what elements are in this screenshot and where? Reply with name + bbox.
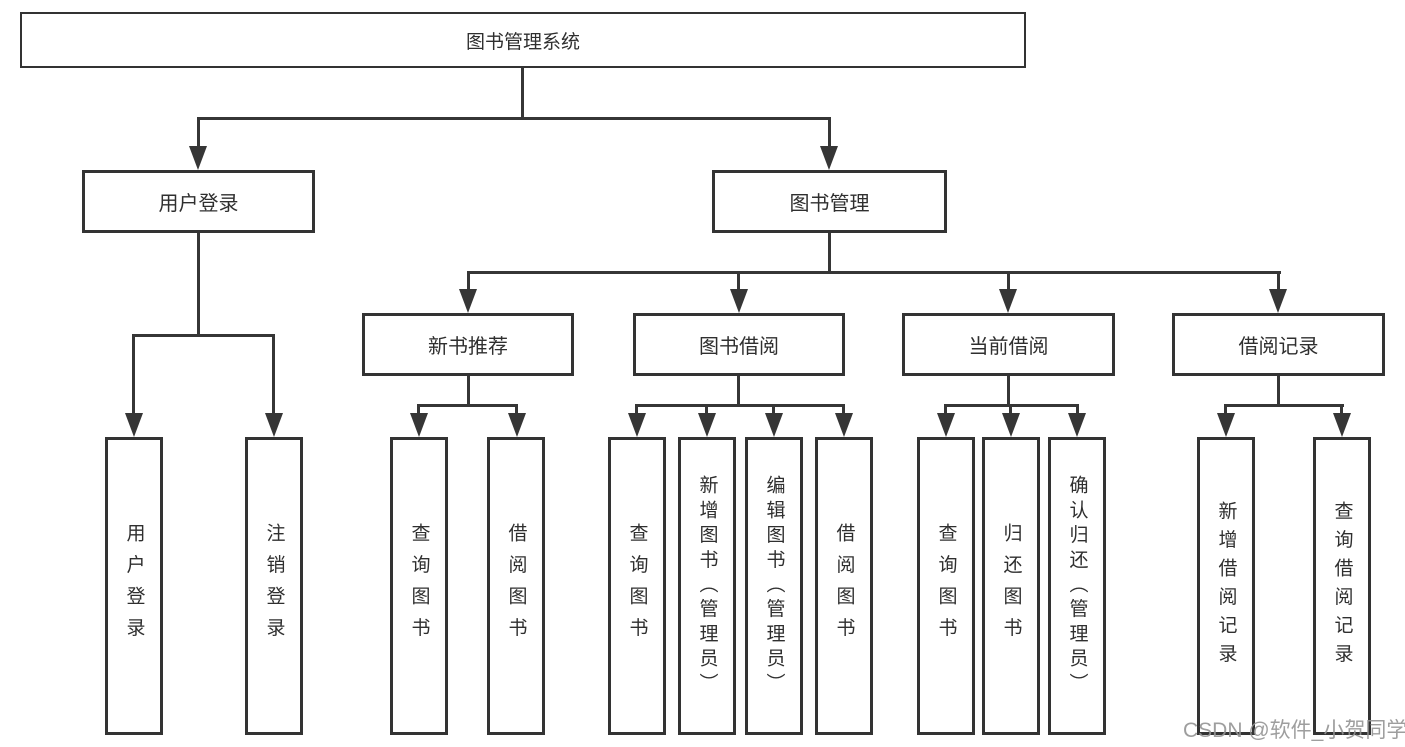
leaf-return-books: 归还图书	[982, 437, 1040, 735]
leaf-borrow-books-borrowing-label: 借阅图书	[833, 523, 855, 649]
arrow-down-icon	[628, 413, 646, 437]
node-new-book-recommend-label: 新书推荐	[428, 336, 508, 358]
node-book-borrowing-label: 图书借阅	[699, 336, 779, 358]
connector-line	[828, 117, 831, 151]
arrow-down-icon	[459, 289, 477, 313]
node-current-borrowing: 当前借阅	[902, 313, 1115, 376]
arrow-down-icon	[835, 413, 853, 437]
leaf-borrow-books-recommend: 借阅图书	[487, 437, 545, 735]
connector-line	[1277, 271, 1280, 291]
leaf-borrow-books-borrowing: 借阅图书	[815, 437, 873, 735]
node-root-label: 图书管理系统	[465, 31, 580, 53]
leaf-query-borrow-record-label: 查询借阅记录	[1331, 500, 1353, 672]
leaf-logout-login-label: 注销登录	[263, 523, 285, 649]
leaf-query-books-recommend-label: 查询图书	[408, 523, 430, 649]
node-book-borrowing: 图书借阅	[633, 313, 845, 376]
connector-line	[1224, 404, 1227, 416]
connector-line	[737, 376, 740, 406]
connector-line	[417, 404, 420, 416]
connector-line	[705, 404, 708, 416]
connector-line	[515, 404, 518, 416]
arrow-down-icon	[730, 289, 748, 313]
connector-line	[944, 404, 947, 416]
leaf-query-books-recommend: 查询图书	[390, 437, 448, 735]
leaf-query-books-borrowing: 查询图书	[608, 437, 666, 735]
arrow-down-icon	[410, 413, 428, 437]
leaf-borrow-books-recommend-label: 借阅图书	[505, 523, 527, 649]
connector-line	[1007, 271, 1010, 291]
connector-line	[272, 334, 275, 415]
arrow-down-icon	[189, 146, 207, 170]
arrow-down-icon	[265, 413, 283, 437]
arrow-down-icon	[1333, 413, 1351, 437]
leaf-logout-login: 注销登录	[245, 437, 303, 735]
node-new-book-recommend: 新书推荐	[362, 313, 574, 376]
leaf-add-books-admin-label: 新增图书（管理员）	[696, 474, 718, 698]
connector-line	[828, 233, 831, 273]
leaf-confirm-return-admin: 确认归还（管理员）	[1048, 437, 1106, 735]
leaf-query-books-current-label: 查询图书	[935, 523, 957, 649]
leaf-return-books-label: 归还图书	[1000, 523, 1022, 649]
connector-line	[1277, 376, 1280, 406]
connector-line	[842, 404, 845, 416]
arrow-down-icon	[765, 413, 783, 437]
leaf-query-borrow-record: 查询借阅记录	[1313, 437, 1371, 735]
leaf-add-books-admin: 新增图书（管理员）	[678, 437, 736, 735]
node-book-management: 图书管理	[712, 170, 947, 233]
leaf-add-borrow-record: 新增借阅记录	[1197, 437, 1255, 735]
arrow-down-icon	[1002, 413, 1020, 437]
connector-line	[467, 376, 470, 406]
arrow-down-icon	[999, 289, 1017, 313]
connector-line	[635, 404, 638, 416]
arrow-down-icon	[1269, 289, 1287, 313]
node-user-login: 用户登录	[82, 170, 315, 233]
connector-line	[1224, 404, 1344, 407]
connector-line	[417, 404, 518, 407]
connector-line	[1340, 404, 1343, 416]
leaf-user-login: 用户登录	[105, 437, 163, 735]
node-borrow-records: 借阅记录	[1172, 313, 1385, 376]
node-borrow-records-label: 借阅记录	[1238, 336, 1319, 358]
node-user-login-label: 用户登录	[158, 193, 239, 215]
leaf-edit-books-admin-label: 编辑图书（管理员）	[763, 474, 785, 698]
node-current-borrowing-label: 当前借阅	[968, 336, 1049, 358]
arrow-down-icon	[125, 413, 143, 437]
connector-line	[1076, 404, 1079, 416]
connector-line	[197, 117, 200, 151]
connector-line	[521, 68, 524, 119]
leaf-query-books-current: 查询图书	[917, 437, 975, 735]
connector-line	[772, 404, 775, 416]
connector-line	[1007, 376, 1010, 406]
arrow-down-icon	[820, 146, 838, 170]
leaf-user-login-label: 用户登录	[123, 523, 145, 649]
connector-line	[197, 233, 200, 335]
connector-line	[132, 334, 135, 415]
arrow-down-icon	[1217, 413, 1235, 437]
arrow-down-icon	[937, 413, 955, 437]
arrow-down-icon	[508, 413, 526, 437]
leaf-confirm-return-admin-label: 确认归还（管理员）	[1066, 474, 1088, 698]
connector-line	[1009, 404, 1012, 416]
leaf-add-borrow-record-label: 新增借阅记录	[1215, 500, 1237, 672]
leaf-query-books-borrowing-label: 查询图书	[626, 523, 648, 649]
connector-line	[132, 334, 275, 337]
connector-line	[467, 271, 470, 291]
connector-line	[737, 271, 740, 291]
leaf-edit-books-admin: 编辑图书（管理员）	[745, 437, 803, 735]
node-book-management-label: 图书管理	[789, 193, 870, 215]
connector-line	[467, 271, 1281, 274]
node-root: 图书管理系统	[20, 12, 1026, 68]
arrow-down-icon	[1068, 413, 1086, 437]
csdn-watermark: CSDN @软件_小贺同学	[1183, 719, 1405, 742]
arrow-down-icon	[698, 413, 716, 437]
connector-line	[635, 404, 845, 407]
connector-line	[197, 117, 831, 120]
